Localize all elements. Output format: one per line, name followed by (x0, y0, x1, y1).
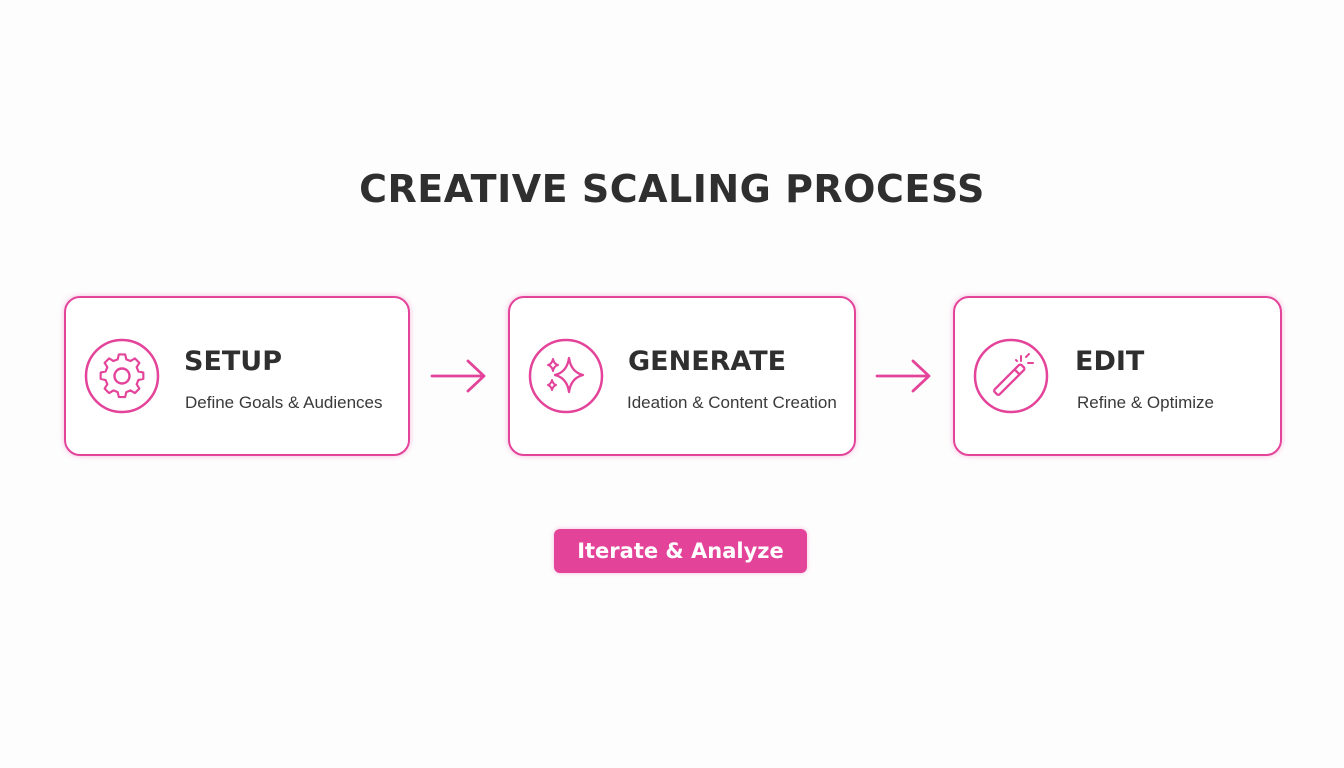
step-title: GENERATE (628, 346, 787, 377)
sparkles-icon (528, 338, 604, 414)
step-title: SETUP (184, 346, 283, 377)
arrow-right-icon (874, 356, 934, 396)
step-card-edit: EDIT Refine & Optimize (953, 296, 1282, 456)
page-title: CREATIVE SCALING PROCESS (359, 167, 985, 211)
step-description: Ideation & Content Creation (627, 393, 837, 412)
magic-wand-icon (973, 338, 1049, 414)
step-card-generate: GENERATE Ideation & Content Creation (508, 296, 856, 456)
step-card-setup: SETUP Define Goals & Audiences (64, 296, 410, 456)
step-description: Refine & Optimize (1077, 393, 1214, 412)
step-title: EDIT (1075, 346, 1145, 377)
step-description: Define Goals & Audiences (185, 393, 383, 412)
iterate-analyze-button[interactable]: Iterate & Analyze (554, 529, 807, 573)
arrow-right-icon (429, 356, 489, 396)
gear-icon (84, 338, 160, 414)
